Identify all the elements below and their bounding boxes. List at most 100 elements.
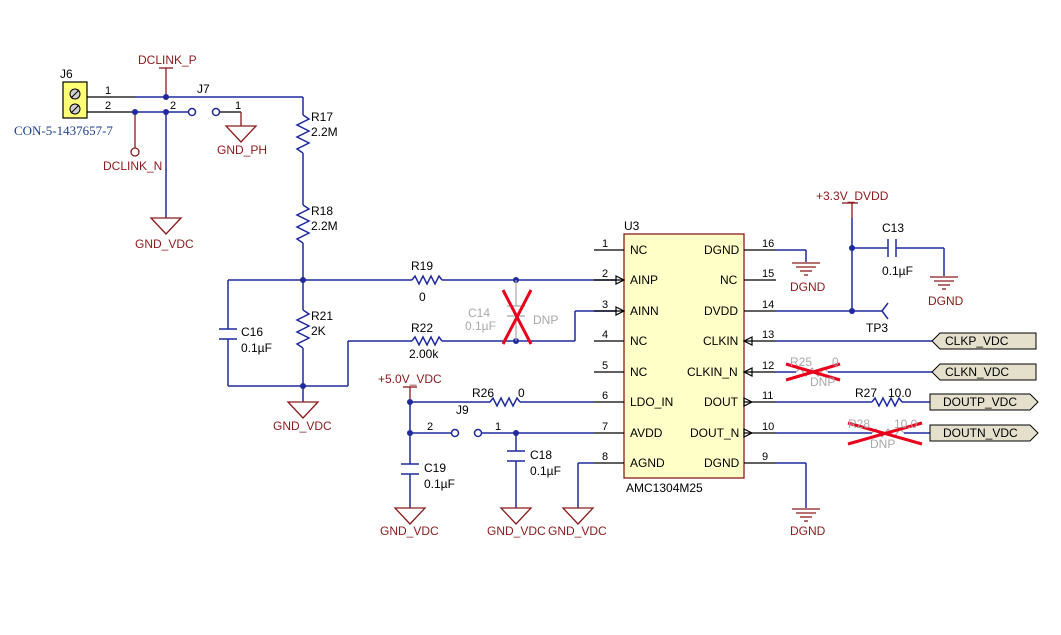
- c18-ref: C18: [530, 448, 552, 462]
- gnd-vdc-symbol-2: [286, 401, 320, 419]
- r28-value: 10.0: [894, 417, 918, 431]
- wires-input: [132, 94, 304, 218]
- u3-pin14-name: DVDD: [704, 304, 738, 318]
- u3-pin5-num: 5: [602, 360, 608, 372]
- c18-value: 0.1µF: [530, 464, 561, 478]
- gnd-ph-label: GND_PH: [217, 143, 267, 157]
- c13-ref: C13: [882, 221, 904, 235]
- j6-pin1: 1: [105, 85, 111, 97]
- r21-ref: R21: [311, 309, 333, 323]
- capacitor-c14-dnp: [501, 280, 533, 345]
- dgnd-label-bottom: DGND: [790, 524, 826, 538]
- gnd-vdc-label-1: GND_VDC: [135, 237, 194, 251]
- u3-pin4-num: 4: [602, 329, 608, 341]
- connector-j6: [62, 81, 135, 119]
- j9-pin2: 2: [427, 421, 433, 433]
- port-clkp: [931, 332, 1037, 350]
- u3-pin12-name: CLKIN_N: [687, 365, 738, 379]
- port-doutn: [929, 424, 1039, 442]
- resistor-r18: [295, 204, 311, 310]
- r25-value: 0: [832, 355, 839, 369]
- u3-pin9-name: DGND: [704, 456, 740, 470]
- wires-ainp: [227, 277, 616, 402]
- u3-pin9-num: 9: [762, 451, 768, 463]
- port-doutn-label: DOUTN_VDC: [943, 426, 1018, 440]
- c14-dnp: DNP: [533, 313, 558, 327]
- u3-chip-body: [623, 233, 745, 479]
- port-doutp-label: DOUTP_VDC: [943, 395, 1017, 409]
- c19-value: 0.1µF: [424, 477, 455, 491]
- port-clkn: [931, 363, 1037, 381]
- jumper-j7: [187, 107, 258, 143]
- gnd-vdc-label-5: GND_VDC: [548, 524, 607, 538]
- r19-value: 0: [419, 290, 426, 304]
- resistor-r19: [411, 274, 443, 286]
- c13-value: 0.1µF: [882, 264, 913, 278]
- port-doutp: [929, 393, 1039, 411]
- r26-value: 0: [518, 386, 525, 400]
- u3-pin2-num: 2: [602, 268, 608, 280]
- c14-value: 0.1µF: [465, 319, 496, 333]
- resistor-r17: [295, 114, 311, 205]
- resistor-r27: [776, 396, 930, 408]
- j6-part: CON-5-1437657-7: [14, 123, 113, 138]
- u3-pin7-name: AVDD: [630, 426, 663, 440]
- u3-pin16-name: DGND: [704, 243, 740, 257]
- jumper-j9: [450, 428, 594, 438]
- j7-pin2: 2: [170, 100, 176, 112]
- r18-value: 2.2M: [311, 219, 338, 233]
- u3-pin4-name: NC: [630, 334, 648, 348]
- u3-pin16-num: 16: [762, 238, 774, 250]
- capacitor-c18: [499, 433, 533, 525]
- r25-dnp: DNP: [810, 375, 835, 389]
- u3-pin13-num: 13: [762, 329, 774, 341]
- j6-ref: J6: [60, 67, 73, 81]
- tp3-ref: TP3: [866, 321, 888, 335]
- gnd-vdc-label-2: GND_VDC: [273, 419, 332, 433]
- dclink-n-net: [130, 112, 140, 157]
- resistor-r21: [295, 309, 311, 386]
- u3-pin2-name: AINP: [630, 273, 658, 287]
- r28-dnp: DNP: [870, 437, 895, 451]
- u3-left-pins: [594, 249, 626, 464]
- v33-net: [776, 202, 945, 314]
- u3-pin7-num: 7: [602, 421, 608, 433]
- capacitor-c19: [393, 463, 427, 525]
- dgnd-symbol-c13: [930, 276, 958, 290]
- c16-value: 0.1µF: [241, 341, 272, 355]
- r17-value: 2.2M: [311, 125, 338, 139]
- resistor-r25-dnp: [776, 362, 932, 382]
- u3-pin3-num: 3: [602, 299, 608, 311]
- u3-pin1-num: 1: [602, 238, 608, 250]
- agnd-net: [561, 462, 595, 525]
- dclink-p-net: [159, 67, 173, 97]
- u3-ref: U3: [624, 219, 640, 233]
- gnd-vdc-label-4: GND_VDC: [487, 524, 546, 538]
- u3-pin10-name: DOUT_N: [690, 426, 739, 440]
- u3-pin15-name: NC: [720, 273, 738, 287]
- u3-pin15-num: 15: [762, 268, 774, 280]
- u3-pin8-name: AGND: [630, 456, 665, 470]
- u3-pin3-name: AINN: [630, 304, 659, 318]
- r19-ref: R19: [411, 259, 433, 273]
- c19-ref: C19: [424, 461, 446, 475]
- u3-pin6-num: 6: [602, 390, 608, 402]
- r28-ref: R28: [848, 417, 870, 431]
- resistor-r28-dnp: [776, 421, 930, 446]
- j9-ref: J9: [456, 403, 469, 417]
- capacitor-c16: [219, 328, 237, 340]
- r22-value: 2.00k: [409, 347, 439, 361]
- port-clkp-label: CLKP_VDC: [945, 334, 1009, 348]
- u3-pin13-name: CLKIN: [703, 334, 738, 348]
- j9-pin1: 1: [495, 421, 501, 433]
- resistor-r22: [411, 335, 443, 347]
- u3-pin10-num: 10: [762, 421, 774, 433]
- u3-pin6-name: LDO_IN: [630, 395, 673, 409]
- dclink-n-label: DCLINK_N: [103, 159, 162, 173]
- dclink-p-label: DCLINK_P: [138, 53, 197, 67]
- u3-pin8-num: 8: [602, 451, 608, 463]
- v50-net: [403, 386, 594, 464]
- dgnd-symbol-top: [776, 249, 820, 276]
- u3-pin14-num: 14: [762, 299, 774, 311]
